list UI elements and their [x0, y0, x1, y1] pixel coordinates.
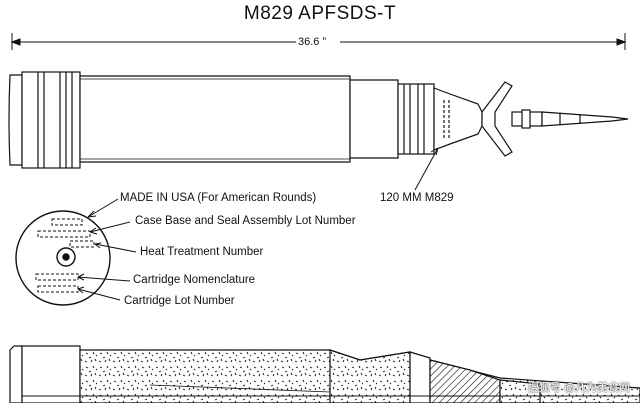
- round-label-leader: [414, 147, 439, 191]
- marking-made-in-usa: MADE IN USA (For American Rounds): [120, 192, 317, 204]
- cartridge-cutaway: [9, 345, 640, 403]
- marking-cartridge-nomenclature: Cartridge Nomenclature: [133, 274, 256, 286]
- marking-cartridge-lot: Cartridge Lot Number: [124, 295, 235, 307]
- marking-heat-treatment: Heat Treatment Number: [140, 246, 264, 258]
- watermark: 搜狐号 @凡为美食网: [527, 382, 630, 394]
- dimension-line: [10, 33, 627, 50]
- length-dimension-label: 36.6 ”: [298, 36, 327, 48]
- marking-case-base-lot: Case Base and Seal Assembly Lot Number: [135, 215, 356, 227]
- diagram-title: M829 APFSDS-T: [243, 3, 397, 24]
- cartridge-side-view: [8, 71, 629, 169]
- round-label: 120 MM M829: [380, 192, 454, 204]
- case-base-view: [15, 198, 137, 306]
